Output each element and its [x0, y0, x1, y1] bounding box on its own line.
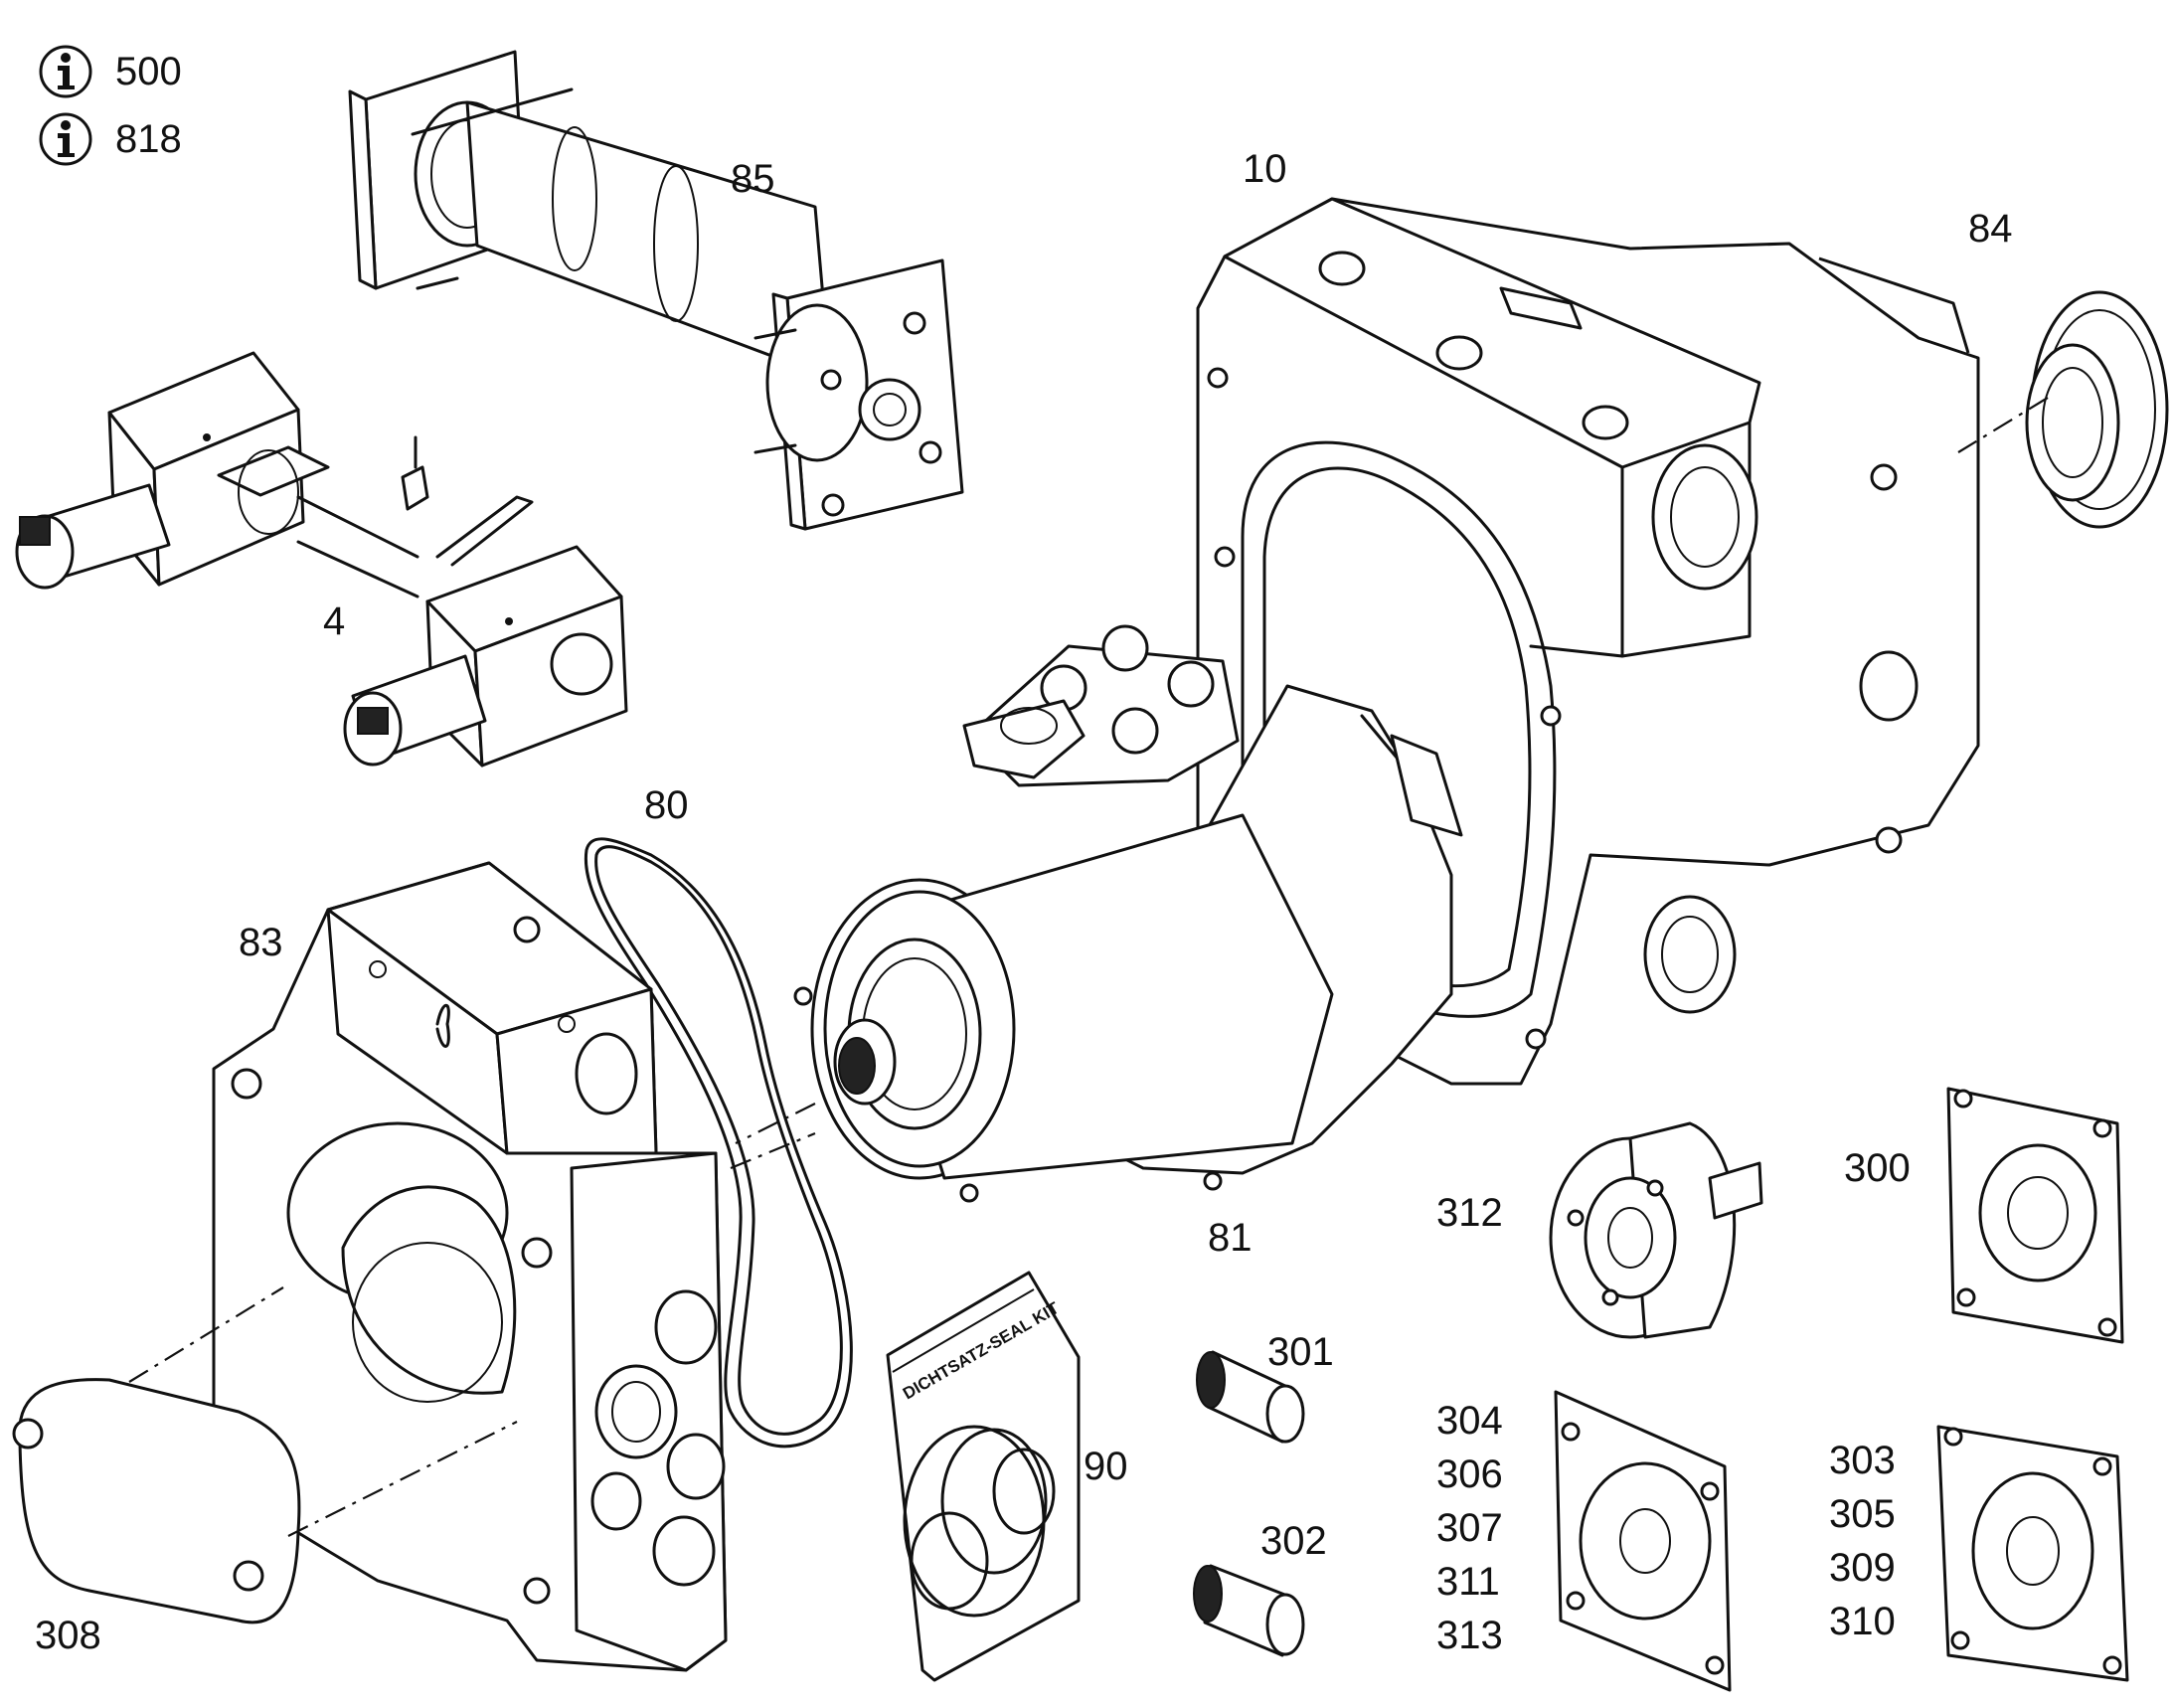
- part-80-gasket: [584, 837, 853, 1449]
- part-304-flange: [1554, 1390, 1732, 1692]
- part-302-fitting: [1193, 1564, 1305, 1657]
- callout-84: 84: [1968, 207, 2013, 251]
- part-81-rotary-group: [735, 624, 1463, 1203]
- callout-301: 301: [1267, 1330, 1334, 1374]
- callout-306: 306: [1436, 1452, 1503, 1496]
- part-303-flange: [1936, 1425, 2129, 1682]
- callout-309: 309: [1829, 1546, 1896, 1590]
- part-85-cylinder: [348, 50, 964, 531]
- part-301-fitting: [1196, 1350, 1305, 1444]
- callout-302: 302: [1260, 1519, 1327, 1563]
- part-312-adapter: [1549, 1121, 1763, 1339]
- part-4-control-valve: [15, 351, 628, 768]
- callout-90: 90: [1084, 1445, 1128, 1488]
- part-83-port-plate: [212, 861, 816, 1672]
- callout-311: 311: [1436, 1560, 1500, 1604]
- callout-stack-304-313: 304 306 307 311 313: [1436, 1394, 1503, 1662]
- callout-4: 4: [323, 599, 346, 643]
- part-84-seal: [1957, 290, 2169, 529]
- part-90-seal-kit: [886, 1271, 1081, 1682]
- callout-stack-303-310: 303 305 309 310: [1829, 1434, 1896, 1648]
- info-ref-500: 500: [38, 44, 182, 99]
- info-ref-number: 818: [115, 116, 182, 161]
- callout-81: 81: [1208, 1216, 1253, 1260]
- info-ref-number: 500: [115, 49, 182, 93]
- callout-85: 85: [731, 157, 775, 201]
- callout-83: 83: [239, 921, 283, 964]
- info-icon: [39, 112, 92, 166]
- part-308-cover: [12, 1286, 518, 1624]
- part-300-flange: [1946, 1087, 2124, 1344]
- callout-307: 307: [1436, 1506, 1503, 1550]
- callout-303: 303: [1829, 1439, 1896, 1482]
- info-icon: [39, 45, 92, 98]
- callout-305: 305: [1829, 1492, 1896, 1536]
- callout-10: 10: [1243, 147, 1287, 191]
- callout-300: 300: [1844, 1146, 1911, 1190]
- callout-304: 304: [1436, 1399, 1503, 1443]
- info-ref-818: 818: [38, 111, 182, 167]
- callout-308: 308: [35, 1614, 101, 1657]
- callout-310: 310: [1829, 1600, 1896, 1643]
- callout-80: 80: [644, 783, 689, 827]
- callout-312: 312: [1436, 1191, 1503, 1235]
- callout-313: 313: [1436, 1614, 1503, 1657]
